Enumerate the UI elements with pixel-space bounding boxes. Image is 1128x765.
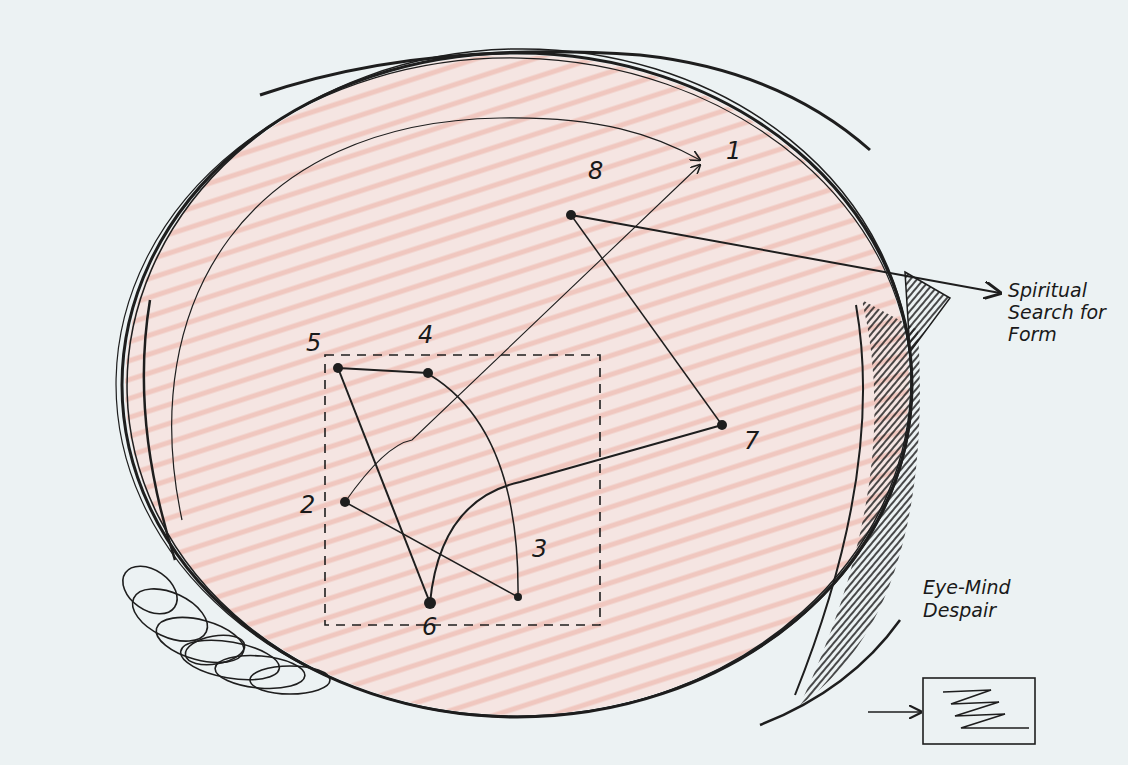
callout-number: 6 — [422, 614, 437, 642]
annotation-note: Spiritual Search for Form — [1008, 280, 1120, 346]
eye-path — [172, 118, 1000, 712]
inner-arc — [795, 305, 863, 695]
callout-number: 7 — [744, 428, 759, 456]
hatched-spot — [905, 272, 950, 352]
dashed-frame — [325, 355, 600, 625]
callout-number: 2 — [300, 492, 315, 520]
callout-number: 4 — [418, 322, 433, 350]
callout-number: 5 — [306, 330, 321, 358]
callout-number: 3 — [532, 536, 547, 564]
head-outline — [109, 39, 919, 727]
zigzag-box — [921, 676, 1039, 748]
box-heading: Eye-Mind Despair — [905, 576, 1045, 622]
callout-number: 8 — [588, 158, 603, 186]
callout-number: 1 — [726, 138, 741, 166]
shadow-hatching — [800, 300, 920, 705]
scribble — [114, 556, 330, 694]
fixation-dot — [333, 210, 727, 609]
despair-box: Eye-Mind Despair — [905, 576, 1045, 748]
